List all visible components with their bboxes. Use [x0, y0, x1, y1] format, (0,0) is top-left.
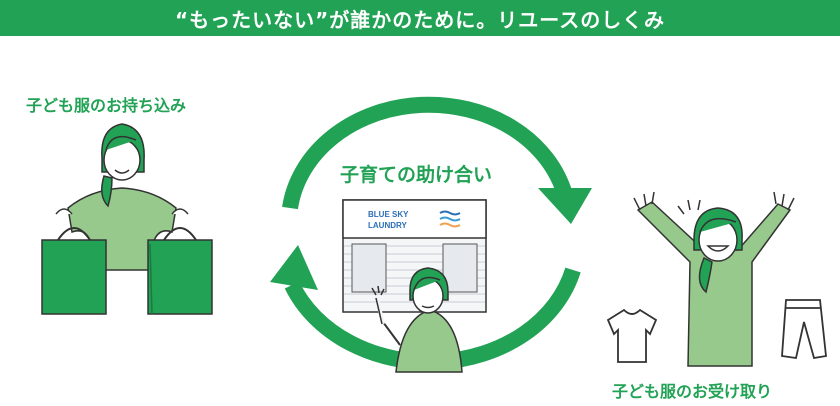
right-shopping-bag — [147, 239, 213, 315]
bring-in-label: 子ども服のお持ち込み — [26, 96, 187, 115]
top-arrowhead — [538, 188, 592, 224]
shop-sign-line1: BLUE SKY — [368, 210, 409, 219]
pants-icon — [781, 299, 827, 360]
mutual-support-label: 子育ての助け合い — [340, 164, 493, 186]
right-person — [633, 191, 795, 367]
left-shopping-bag — [41, 239, 107, 315]
wave-logo-icon — [439, 210, 461, 228]
page-title: “もったいない”が誰かのために。リユースのしくみ — [174, 7, 666, 32]
left-person — [41, 123, 213, 315]
shop-sign-line2: LAUNDRY — [368, 221, 407, 230]
shirt-icon — [606, 308, 658, 363]
top-cycle-arrow — [282, 96, 573, 210]
receive-label: 子ども服のお受け取り — [612, 382, 773, 401]
staff-person — [371, 267, 463, 373]
bottom-arrowhead — [270, 245, 318, 290]
title-banner: “もったいない”が誰かのために。リユースのしくみ — [0, 0, 840, 36]
